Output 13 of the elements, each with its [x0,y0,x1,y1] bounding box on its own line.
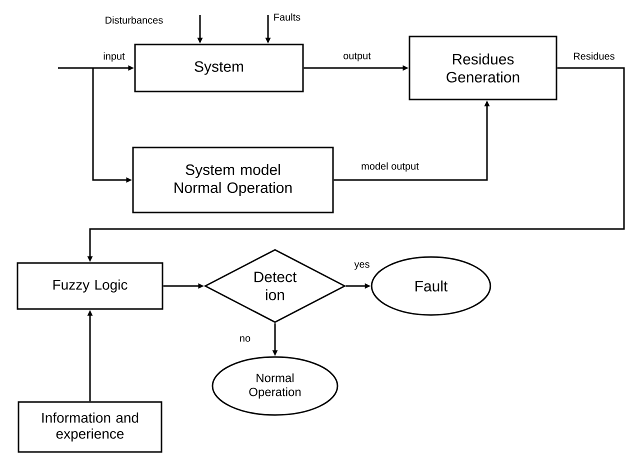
edge-label: input [102,51,126,63]
edge-label: no [238,335,252,343]
process-box: Fuzzy Logic [16,262,164,310]
process-box: Information and experience [18,401,162,453]
process-box: System model Normal Operation [132,146,334,214]
edge-label: output [342,52,372,62]
edge-label: Residues [572,51,616,61]
edge-label: model output [360,161,420,173]
edge-label: Disturbances [104,15,164,25]
process-box: Residues Generation [408,36,558,100]
edge-label: yes [353,261,371,271]
edge-label: Faults [272,12,302,22]
process-box: System [134,44,304,92]
